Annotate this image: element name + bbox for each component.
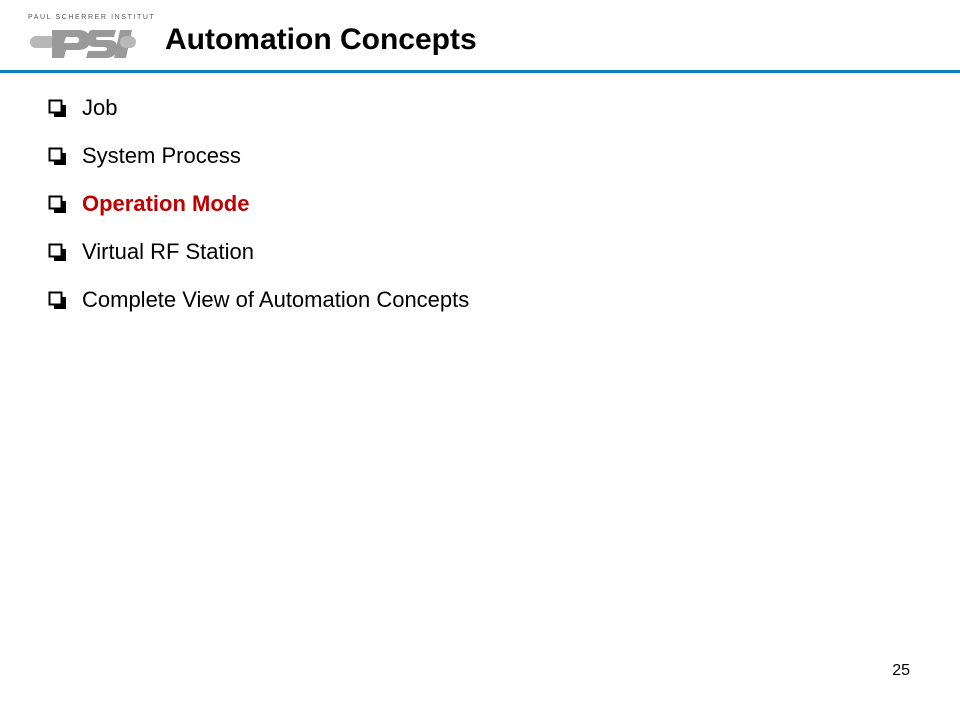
bullet-label: Job [82,95,118,120]
bullet-label: Complete View of Automation Concepts [82,287,470,312]
psi-logo: PAUL SCHERRER INSTITUT [28,14,158,64]
bullet-item-operation-mode: Operation Mode [48,180,469,228]
checkbox-icon [48,147,66,165]
header-rule [0,70,960,73]
psi-logo-mark [30,30,136,58]
bullet-item-complete-view: Complete View of Automation Concepts [48,276,469,324]
checkbox-icon [48,195,66,213]
page-number: 25 [892,662,910,679]
bullet-label: Virtual RF Station [82,239,255,264]
checkbox-icon [48,99,66,117]
bullet-label: System Process [82,143,241,168]
bullet-label: Operation Mode [82,191,250,216]
bullet-item-system-process: System Process [48,132,469,180]
bullet-item-job: Job [48,84,469,132]
slide-header: PAUL SCHERRER INSTITUT Automation Concep… [0,0,960,74]
slide-title: Automation Concepts [165,23,477,56]
checkbox-icon [48,291,66,309]
logo-caption: PAUL SCHERRER INSTITUT [28,14,156,21]
bullet-list: Job System Process Operation Mode Virtua… [48,84,469,324]
bullet-item-virtual-rf-station: Virtual RF Station [48,228,469,276]
checkbox-icon [48,243,66,261]
